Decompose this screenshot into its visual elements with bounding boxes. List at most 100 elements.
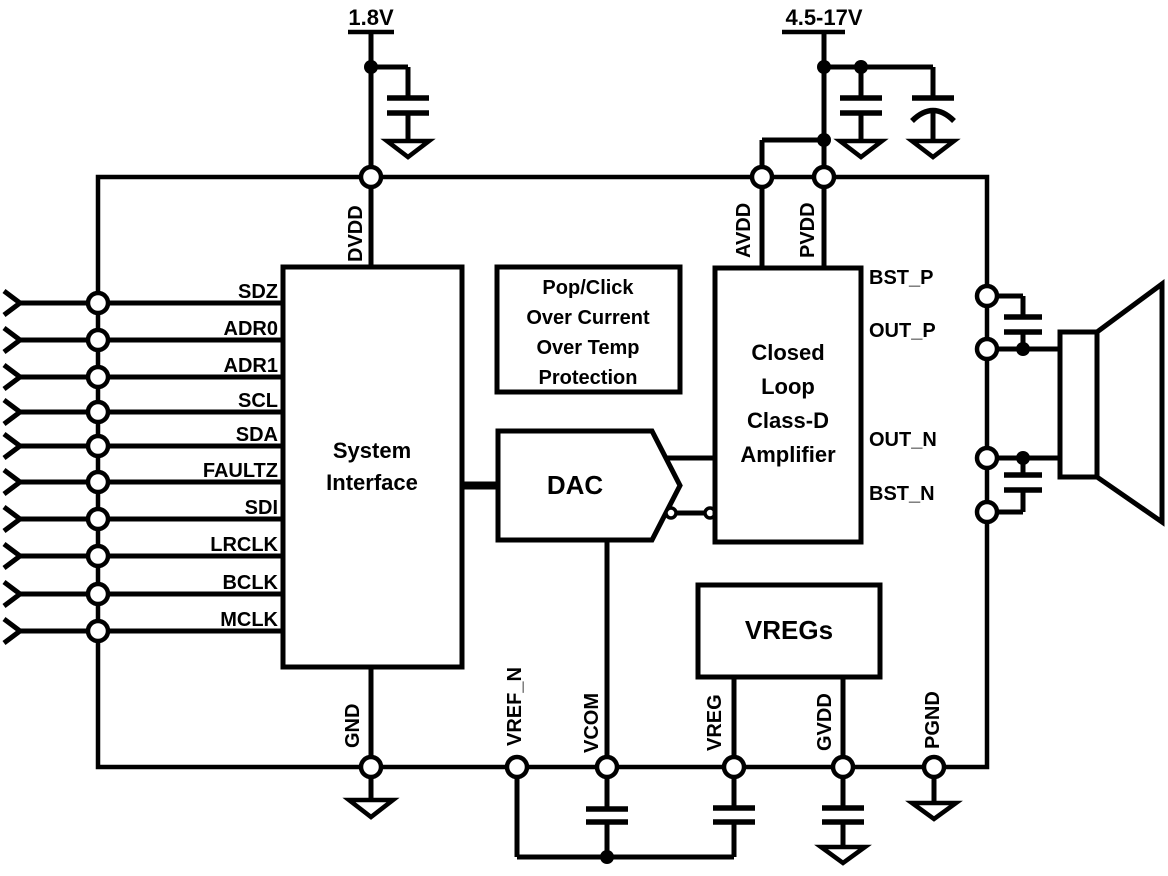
input-label: SDZ xyxy=(238,281,278,303)
pin-circle-adr0 xyxy=(85,327,111,353)
output-label: OUT_P xyxy=(869,320,936,342)
pin-circle-vcom xyxy=(594,754,620,780)
pin-circle-vreg xyxy=(721,754,747,780)
output-label: BST_N xyxy=(869,483,935,505)
junction-dot xyxy=(600,850,614,864)
junction-dot xyxy=(817,133,831,147)
input-row-sdz: SDZ xyxy=(2,281,283,317)
speaker-body xyxy=(1057,329,1100,480)
input-arrow-icon xyxy=(2,505,25,533)
pin-label-pvdd: PVDD xyxy=(797,202,819,258)
input-row-scl: SCL xyxy=(2,390,283,426)
pin-label-vreg: VREG xyxy=(704,694,726,751)
block-label: Over Current xyxy=(526,307,650,329)
block-label: Protection xyxy=(539,367,638,389)
input-row-faultz: FAULTZ xyxy=(2,460,283,496)
pin-circle-gnd xyxy=(358,754,384,780)
junction-dot xyxy=(854,60,868,74)
input-row-sdi: SDI xyxy=(2,497,283,533)
pin-circle-lrclk xyxy=(85,543,111,569)
output-label: OUT_N xyxy=(869,429,937,451)
input-row-adr1: ADR1 xyxy=(2,355,283,391)
block-label: Interface xyxy=(326,470,418,495)
pin-circle-sdi xyxy=(85,506,111,532)
output-label: BST_P xyxy=(869,267,933,289)
pin-circle-avdd xyxy=(749,164,775,190)
input-label: SDI xyxy=(245,497,278,519)
input-row-bclk: BCLK xyxy=(2,572,283,608)
input-row-lrclk: LRCLK xyxy=(2,534,283,570)
input-arrow-icon xyxy=(2,289,25,317)
block-rect xyxy=(695,582,883,680)
input-label: ADR1 xyxy=(224,355,278,377)
pin-circle-sda xyxy=(85,433,111,459)
pin-circle-bst-n xyxy=(974,499,1000,525)
pin-circle-gvdd xyxy=(830,754,856,780)
input-arrow-icon xyxy=(2,432,25,460)
ground-icon xyxy=(833,138,889,160)
inverter-bubble-icon xyxy=(664,506,678,520)
block-label: Pop/Click xyxy=(542,277,634,299)
pin-circle-vref-n xyxy=(504,754,530,780)
junction-dot xyxy=(1016,342,1030,356)
ground-icon xyxy=(814,844,872,866)
input-label: LRCLK xyxy=(210,534,278,556)
junction-dot xyxy=(817,60,831,74)
block-system-interface: System Interface xyxy=(280,264,465,670)
pin-label-gnd: GND xyxy=(342,704,364,748)
pin-circle-adr1 xyxy=(85,364,111,390)
pin-label-vref-n: VREF_N xyxy=(504,667,526,746)
input-row-mclk: MCLK xyxy=(2,609,283,645)
pin-vreg-bottom xyxy=(713,767,755,857)
supply-4v5-17v: 4.5-17V xyxy=(759,5,961,177)
input-arrow-icon xyxy=(2,542,25,570)
block-class-d-amplifier: Closed Loop Class-D Amplifier xyxy=(712,265,864,545)
input-row-sda: SDA xyxy=(2,424,283,460)
junction-dot xyxy=(364,60,378,74)
pin-circle-dvdd xyxy=(358,164,384,190)
input-label: BCLK xyxy=(222,572,278,594)
pin-circle-mclk xyxy=(85,618,111,644)
supply-label-1v8: 1.8V xyxy=(348,5,394,30)
block-label: Class-D xyxy=(747,408,829,433)
input-arrow-icon xyxy=(2,398,25,426)
input-label: MCLK xyxy=(220,609,278,631)
block-rect xyxy=(712,265,864,545)
block-vregs: VREGs xyxy=(695,582,883,680)
ground-icon xyxy=(380,138,436,160)
output-out-n: OUT_N xyxy=(869,429,1060,465)
block-label: DAC xyxy=(547,470,604,500)
output-out-p: OUT_P xyxy=(869,320,1060,356)
pin-label-pgnd: PGND xyxy=(922,691,944,749)
block-protection: Pop/Click Over Current Over Temp Protect… xyxy=(494,264,683,395)
block-label: Closed xyxy=(751,340,824,365)
pin-circle-pgnd xyxy=(921,754,947,780)
block-rect xyxy=(494,264,683,395)
speaker-icon xyxy=(1057,279,1165,527)
block-dac: DAC xyxy=(495,428,683,543)
pin-vref-n-bottom xyxy=(514,767,734,860)
pin-circle-out-p xyxy=(974,336,1000,362)
pin-circle-pvdd xyxy=(811,164,837,190)
input-arrow-icon xyxy=(2,580,25,608)
input-label: SDA xyxy=(236,424,278,446)
block-label: VREGs xyxy=(745,615,833,645)
pin-circle-out-n xyxy=(974,445,1000,471)
block-label: System xyxy=(333,438,411,463)
input-label: ADR0 xyxy=(224,318,278,340)
input-arrow-icon xyxy=(2,468,25,496)
ground-icon xyxy=(905,800,963,822)
pin-vcom-bottom xyxy=(586,767,628,864)
input-row-adr0: ADR0 xyxy=(2,318,283,354)
pin-circle-bst-p xyxy=(974,283,1000,309)
supply-label-power: 4.5-17V xyxy=(785,5,862,30)
output-bst-n: BST_N xyxy=(869,458,1042,515)
pin-circle-bclk xyxy=(85,581,111,607)
pin-label-dvdd: DVDD xyxy=(345,205,367,262)
block-label: Over Temp xyxy=(537,337,640,359)
pin-label-vcom: VCOM xyxy=(581,693,603,753)
ground-icon xyxy=(905,138,961,160)
block-label: Loop xyxy=(761,374,815,399)
